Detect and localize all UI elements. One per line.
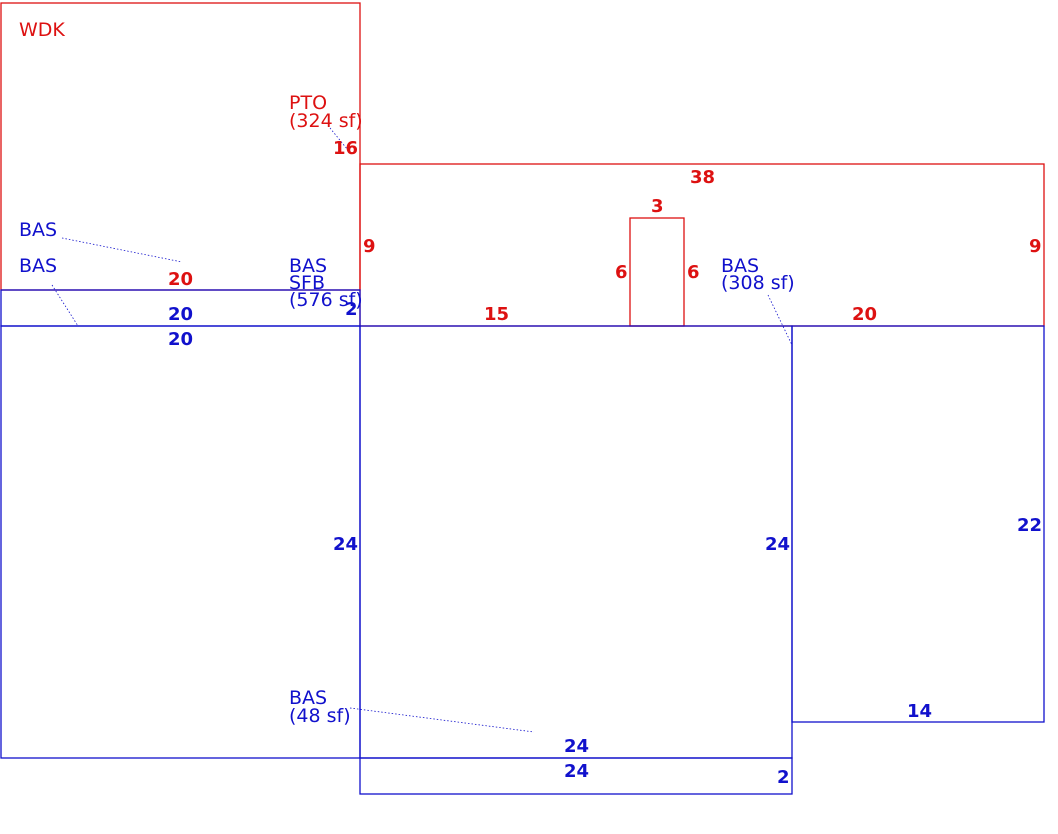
center-bas-outline	[359, 325, 793, 759]
bas-label-a: BAS	[19, 219, 57, 241]
dim-center-24: 24	[765, 534, 790, 555]
leader-pto	[329, 127, 353, 156]
dim-bump-3: 3	[651, 196, 664, 217]
dim-seg-20-right: 20	[852, 304, 877, 325]
leader-bas-right	[767, 294, 793, 346]
dim-wdk-20: 20	[168, 269, 193, 290]
dim-pto-16: 16	[333, 138, 358, 159]
dim-bottom-24-top: 24	[564, 736, 589, 757]
leader-bas-a	[61, 237, 183, 263]
pto-area-label: (324 sf)	[289, 110, 363, 132]
pto-outline	[359, 163, 1045, 327]
dim-right-14: 14	[907, 701, 932, 722]
pto-label: PTO	[289, 92, 327, 114]
dim-top-38: 38	[690, 167, 715, 188]
dim-bump-6-right: 6	[687, 262, 700, 283]
dim-strip-2: 2	[345, 299, 358, 320]
right-bas-outline	[791, 325, 1045, 723]
sfb-area-label: (576 sf)	[289, 289, 363, 311]
leader-bas-bottom	[349, 707, 535, 733]
dim-bump-6-left: 6	[615, 262, 628, 283]
leader-bas-b	[51, 284, 79, 327]
dim-left-24: 24	[333, 534, 358, 555]
bump-outline	[629, 217, 685, 327]
dim-bottom-2: 2	[777, 767, 790, 788]
dim-right-9: 9	[1029, 236, 1042, 257]
bas-bottom-area-label: (48 sf)	[289, 705, 351, 727]
dim-seg-15: 15	[484, 304, 509, 325]
wdk-label: WDK	[19, 19, 65, 41]
bas-sfb-label: BAS	[289, 255, 327, 277]
sfb-label: SFB	[289, 272, 325, 294]
dim-strip-20-top: 20	[168, 304, 193, 325]
bas-label-b: BAS	[19, 255, 57, 277]
dim-bottom-24-bottom: 24	[564, 761, 589, 782]
bottom-bas-outline	[359, 757, 793, 795]
dim-left-9: 9	[363, 236, 376, 257]
bas-bottom-label: BAS	[289, 687, 327, 709]
dim-right-22: 22	[1017, 515, 1042, 536]
bas-right-label: BAS	[721, 255, 759, 277]
bas-right-area-label: (308 sf)	[721, 272, 795, 294]
dim-strip-20-bottom: 20	[168, 329, 193, 350]
wdk-outline	[0, 2, 361, 291]
